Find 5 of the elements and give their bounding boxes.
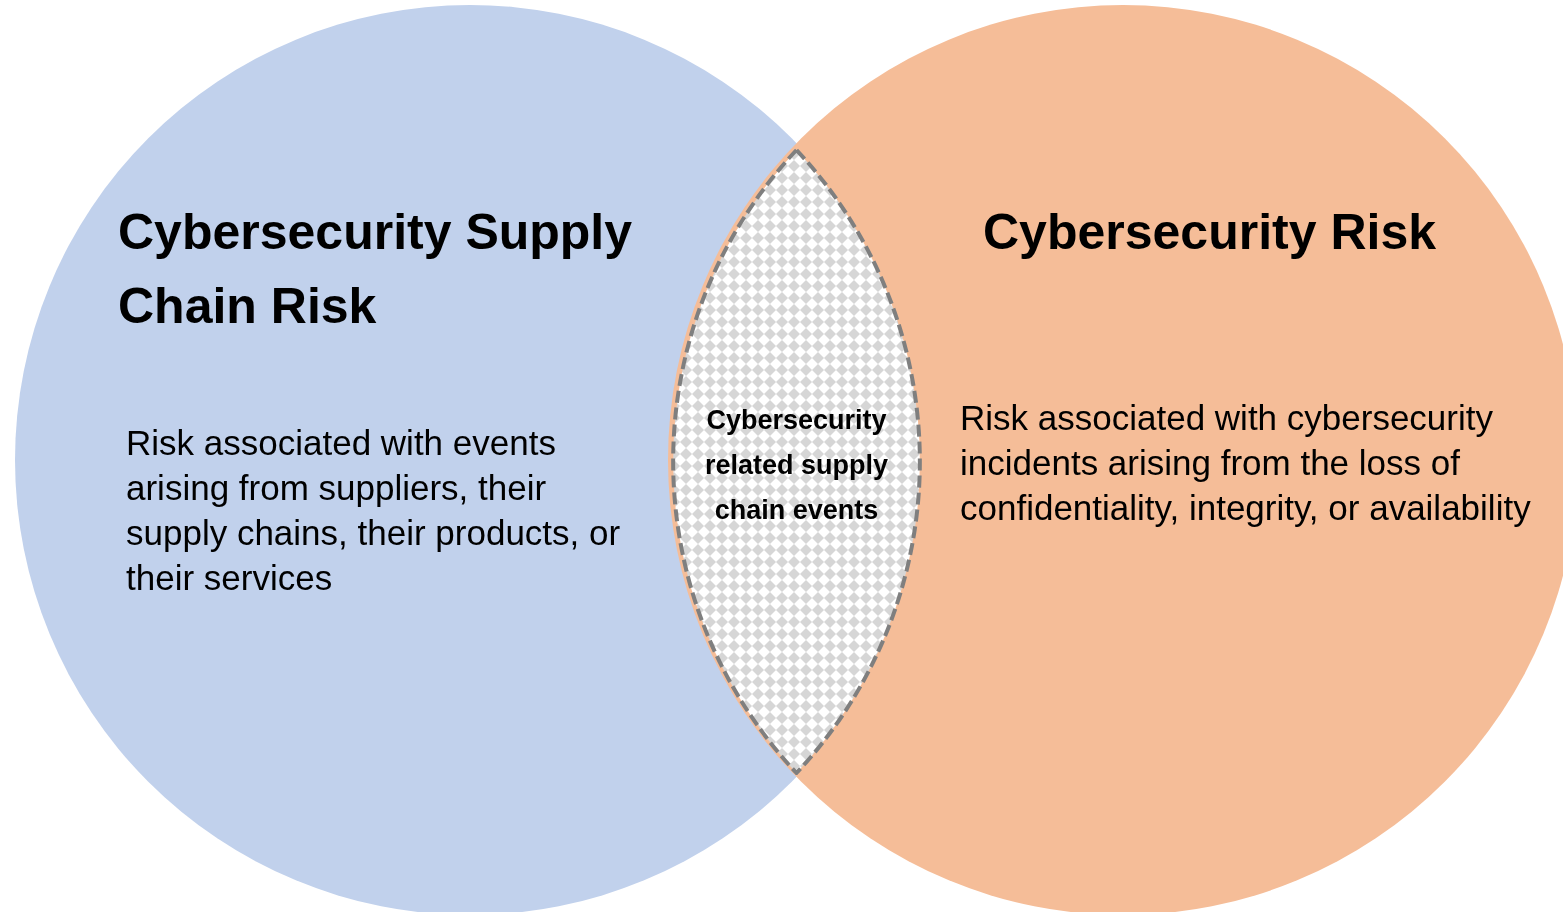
overlap-label: Cybersecurity related supply chain events — [703, 404, 890, 527]
circle-title: Cybersecurity Risk — [983, 203, 1437, 262]
description-text: Risk associated with cybersecurity incidents arising from the loss of confidentiality, integrity, or availability — [960, 397, 1532, 529]
description-text: Risk associated with events arising from suppliers, their supply chains, their products, or their services — [126, 422, 622, 599]
circle-title: Cybersecurity Supply Chain Risk — [118, 203, 634, 336]
